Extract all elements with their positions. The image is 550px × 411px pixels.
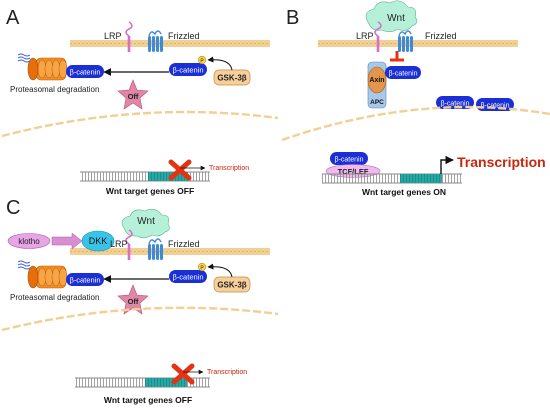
beta-catenin-nuclear [330,152,368,165]
off-label: Off [128,297,139,306]
transcription-label: Transcription [207,369,247,376]
panel-b: B Wnt LRP Frizzled APC Axin β-catenin β-… [281,0,550,197]
beta-catenin-bound-label: β-catenin [173,66,204,75]
nuclear-membrane [1,306,279,332]
panel-a: A LRP Frizzled β-catenin P GSK-3β β-cate… [1,7,279,196]
panel-c-letter: C [6,197,20,219]
cross-icon [171,363,195,385]
beta-catenin-bound-label: β-catenin [173,273,204,282]
gsk3b-label: GSK-3β [217,74,246,83]
dna-icon [75,378,210,387]
beta-catenin-complex [385,66,421,79]
proteasomal-degradation-label: Proteasomal degradation [10,85,99,94]
beta-catenin [66,273,104,286]
nuclear-membrane [281,105,550,142]
proteasome-icon [27,57,68,81]
arrow-icon [207,263,233,278]
target-gene-segment [148,172,188,181]
arrow-icon [440,155,454,174]
frizzled-label: Frizzled [168,31,200,41]
genes-on-label: Wnt target genes ON [362,187,446,197]
ubiquitin-icon [17,260,31,270]
beta-catenin-free-1 [436,96,474,109]
svg-text:P: P [200,58,204,64]
off-star-icon [117,284,149,315]
ubiquitin-icon [17,53,31,63]
proteasomal-degradation-label: Proteasomal degradation [10,293,99,302]
phospho-icon [197,55,207,65]
beta-catenin-bound [169,270,207,283]
beta-catenin-free-2-label: β-catenin [481,103,510,110]
transcription-label: Transcription [209,165,249,172]
tcf-lef-label: TCF/LEF [338,167,369,176]
panel-c: C Wnt klotho DKK LRP Frizzled β-catenin … [1,197,279,405]
genes-off-label: Wnt target genes OFF [104,395,192,405]
wnt-label: Wnt [137,216,155,227]
svg-text:P: P [200,265,204,271]
transcription-label: Transcription [457,154,546,170]
lrp-receptor-icon [125,21,133,53]
frizzled-label: Frizzled [168,239,200,249]
beta-catenin-bound [169,63,207,76]
off-star-icon [117,79,149,110]
lrp-label: LRP [110,239,128,249]
wnt-label: Wnt [387,13,405,24]
dna-icon [80,172,210,181]
target-gene-segment [400,174,442,183]
lrp-label: LRP [356,31,374,41]
panel-a-letter: A [6,7,20,29]
off-label: Off [128,92,139,101]
beta-catenin-label: β-catenin [70,276,101,285]
klotho-label: klotho [18,237,40,246]
arrow-icon [207,56,233,71]
beta-catenin-label: β-catenin [70,68,101,77]
beta-catenin-nuclear-label: β-catenin [335,157,364,164]
axin-box [367,66,387,94]
cross-icon [168,159,192,181]
target-gene-segment [145,378,187,387]
dna-icon [322,174,462,183]
phospho-icon [197,262,207,272]
wnt-ligand [121,208,170,239]
dkk-label: DKK [89,236,108,246]
axin-label: Axin [369,77,384,84]
proteasome-icon [27,265,68,289]
dkk-box [81,230,115,252]
beta-catenin-complex-label: β-catenin [389,71,418,78]
genes-off-label: Wnt target genes OFF [106,186,194,196]
lrp-label: LRP [104,31,122,41]
klotho-box [7,233,51,249]
apc-label: APC [370,99,384,106]
frizzled-label: Frizzled [425,31,457,41]
arrow-icon [51,232,83,250]
wnt-ligand [365,0,418,33]
beta-catenin-free-1-label: β-catenin [441,101,470,108]
nuclear-membrane [1,110,279,138]
beta-catenin [66,65,104,78]
panel-b-letter: B [286,7,299,29]
gsk3b-label: GSK-3β [217,281,246,290]
